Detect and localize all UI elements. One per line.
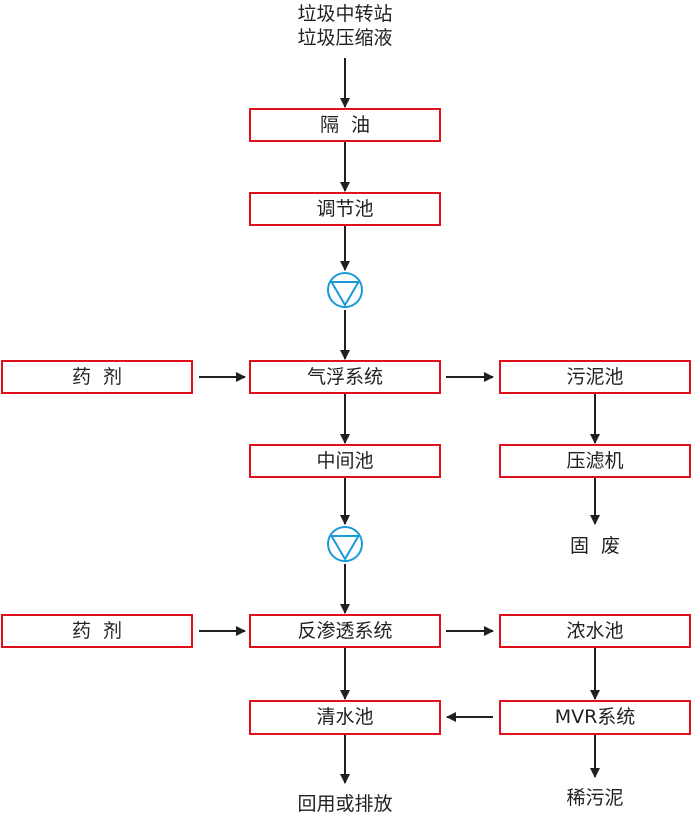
source-label: 垃圾中转站 垃圾压缩液 [245, 2, 445, 50]
concentrate-tank-label: 浓水池 [566, 619, 624, 642]
pump-icon [327, 272, 363, 308]
equalization-tank-label: 调节池 [316, 197, 374, 220]
dilute-sludge-label: 稀污泥 [566, 787, 624, 809]
filter-press-label: 压滤机 [566, 449, 624, 472]
source-line-2: 垃圾压缩液 [297, 27, 393, 49]
sludge-tank-box: 污泥池 [499, 360, 691, 394]
equalization-tank-box: 调节池 [249, 192, 441, 226]
reverse-osmosis-box: 反渗透系统 [249, 614, 441, 648]
clear-water-tank-box: 清水池 [249, 700, 441, 735]
pump-icon [327, 526, 363, 562]
chemicals-box-1: 药 剂 [1, 360, 193, 394]
chemicals-box-2: 药 剂 [1, 614, 193, 648]
sludge-tank-label: 污泥池 [566, 365, 624, 388]
mvr-system-label: MVR系统 [554, 706, 636, 728]
oil-separation-label: 隔 油 [319, 113, 371, 136]
intermediate-tank-label: 中间池 [316, 449, 374, 472]
air-flotation-box: 气浮系统 [249, 360, 441, 394]
filter-press-box: 压滤机 [499, 444, 691, 478]
chemicals-label-2: 药 剂 [71, 619, 123, 642]
air-flotation-label: 气浮系统 [306, 365, 383, 388]
reverse-osmosis-label: 反渗透系统 [297, 619, 393, 642]
intermediate-tank-box: 中间池 [249, 444, 441, 478]
mvr-system-box: MVR系统 [499, 700, 691, 735]
concentrate-tank-box: 浓水池 [499, 614, 691, 648]
solid-waste-label: 固 废 [569, 535, 621, 557]
chemicals-label-1: 药 剂 [71, 365, 123, 388]
clear-water-tank-label: 清水池 [316, 706, 374, 728]
reuse-or-discharge-label: 回用或排放 [297, 793, 393, 815]
oil-separation-box: 隔 油 [249, 108, 441, 142]
source-line-1: 垃圾中转站 [297, 3, 393, 25]
